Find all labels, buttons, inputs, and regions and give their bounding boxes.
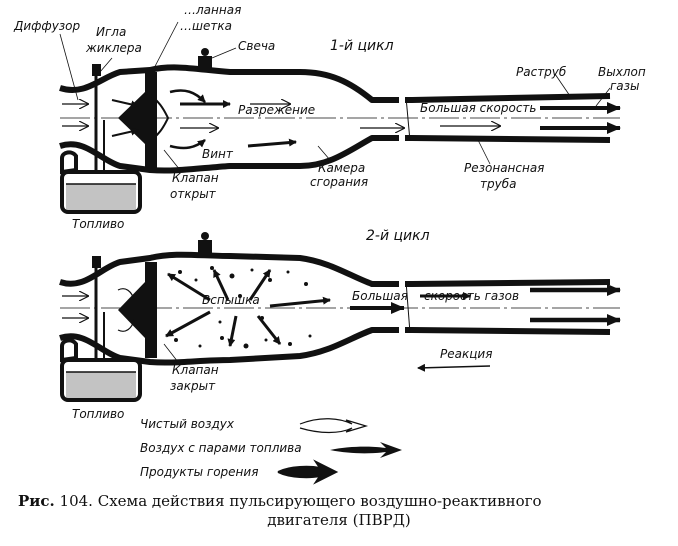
legend-swatch-combustion: [277, 459, 339, 485]
flash-burst: [174, 266, 312, 349]
caption-prefix: Рис.: [18, 492, 55, 510]
cycle-2-engine: 2-й цикл Вспышка Большая скорость газов …: [59, 228, 621, 421]
label-valve-closed-1: Клапан: [172, 363, 219, 377]
legend-item-fuel-air: Воздух с парами топлива: [140, 441, 302, 455]
fuel-tank-1: [60, 150, 142, 214]
label-spark-plug: Свеча: [238, 39, 275, 53]
label-screw: Винт: [202, 147, 234, 161]
label-fuel-1: Топливо: [72, 217, 124, 231]
valve-grille: [118, 72, 170, 168]
label-grille-1: …ланная: [184, 3, 241, 17]
spark-plug-1: [198, 48, 212, 70]
fuel-tank-2: [60, 338, 142, 402]
legend-item-clean-air: Чистый воздух: [140, 417, 235, 431]
label-fuel-2: Топливо: [72, 407, 124, 421]
label-flash: Вспышка: [202, 293, 260, 307]
cycle-1-title: 1-й цикл: [330, 38, 394, 54]
label-resonance-1: Резонансная: [464, 161, 544, 175]
label-high-speed: Большая скорость: [420, 101, 537, 115]
legend: Чистый воздух Воздух с парами топлива Пр…: [140, 417, 402, 485]
label-grille-2: …шетка: [180, 19, 232, 33]
spark-plug-2: [198, 232, 212, 254]
label-diffuser: Диффузор: [13, 19, 81, 33]
label-reaction: Реакция: [440, 347, 492, 361]
caption-text-1: Схема действия пульсирующего воздушно-ре…: [97, 492, 542, 510]
cycle-2-leaders: [163, 343, 179, 363]
caption-line-1: Рис. 104. Схема действия пульсирующего в…: [0, 492, 678, 511]
label-exhaust-2: газы: [610, 79, 640, 93]
label-nozzle: Раструб: [516, 65, 567, 79]
label-resonance-2: труба: [480, 177, 516, 191]
label-exhaust-1: Выхлоп: [598, 65, 646, 79]
label-vacuum: Разрежение: [238, 103, 315, 117]
legend-swatch-fuel-air: [330, 442, 402, 458]
label-high-gas-speed-1: Большая: [352, 289, 408, 303]
label-chamber-2: сгорания: [310, 175, 368, 189]
label-jet-needle-2: жиклера: [85, 41, 142, 55]
label-chamber-1: Камера: [318, 161, 365, 175]
cycle-1-flow-arrows: [62, 89, 621, 150]
label-valve-open-2: открыт: [170, 187, 217, 201]
valve-grille-2: [118, 262, 157, 358]
figure-caption: Рис. 104. Схема действия пульсирующего в…: [0, 492, 678, 530]
engine-upper-wall-2: [59, 251, 611, 287]
cycle-2-flow-arrows: [62, 269, 621, 372]
label-jet-needle-1: Игла: [96, 25, 126, 39]
label-valve-closed-2: закрыт: [170, 379, 216, 393]
legend-item-combustion: Продукты горения: [140, 465, 258, 479]
cycle-2-title: 2-й цикл: [366, 228, 430, 244]
cycle-1-engine: 1-й цикл Диффузор Игла жиклера …ланная ……: [13, 3, 646, 231]
caption-line-2: двигателя (ПВРД): [267, 511, 411, 529]
label-high-gas-speed-2: скорость газов: [424, 289, 519, 303]
label-valve-open-1: Клапан: [172, 171, 219, 185]
cycle-1-leaders: [59, 21, 611, 171]
legend-swatch-clean-air: [299, 418, 369, 434]
caption-number: 104.: [59, 492, 93, 510]
